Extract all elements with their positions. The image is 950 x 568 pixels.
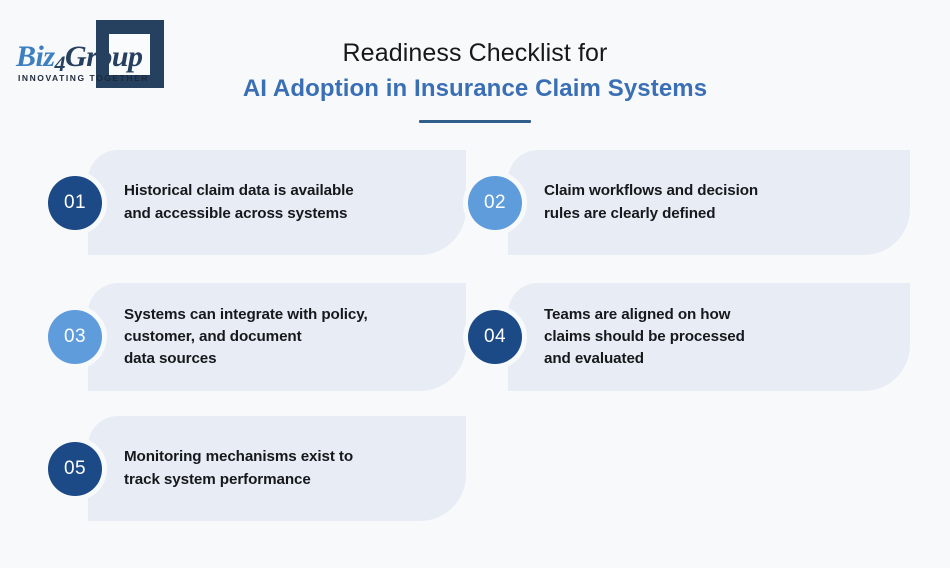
title-block: Readiness Checklist for AI Adoption in I… xyxy=(0,38,950,124)
checklist-text-01: Historical claim data is available and a… xyxy=(124,182,354,222)
checklist-card-05: 05 Monitoring mechanisms exist to track … xyxy=(48,416,466,521)
checklist-number-badge-01: 01 xyxy=(48,175,102,230)
checklist-number-badge-03: 03 xyxy=(48,310,102,364)
logo-word-biz: Biz xyxy=(16,40,55,73)
checklist-card-03: 03 Systems can integrate with policy, cu… xyxy=(48,283,466,391)
checklist-row-3: 05 Monitoring mechanisms exist to track … xyxy=(0,416,950,536)
page-header: Biz4Group INNOVATING TOGETHER Readiness … xyxy=(0,0,950,130)
logo-tagline: INNOVATING TOGETHER xyxy=(18,73,149,83)
page-subtitle: AI Adoption in Insurance Claim Systems xyxy=(242,75,708,103)
checklist-card-04: 04 Teams are aligned on how claims shoul… xyxy=(468,283,910,391)
checklist-card-02: 02 Claim workflows and decision rules ar… xyxy=(468,150,910,255)
logo-bracket-notch xyxy=(109,34,150,75)
logo-word-four: 4 xyxy=(54,51,66,76)
checklist-text-05: Monitoring mechanisms exist to track sys… xyxy=(124,448,354,488)
logo-bracket-icon xyxy=(96,20,164,88)
logo-wordmark: Biz4Group xyxy=(16,40,143,76)
checklist-grid: 01 Historical claim data is available an… xyxy=(0,150,950,536)
brand-logo: Biz4Group INNOVATING TOGETHER xyxy=(16,18,181,90)
checklist-number-badge-04: 04 xyxy=(468,310,522,364)
page-title: Readiness Checklist for xyxy=(342,39,608,67)
title-divider xyxy=(419,120,531,124)
checklist-number-badge-02: 02 xyxy=(468,175,522,230)
checklist-card-01: 01 Historical claim data is available an… xyxy=(48,150,466,255)
checklist-text-02: Claim workflows and decision rules are c… xyxy=(544,182,759,222)
logo-word-group: Group xyxy=(65,40,143,73)
checklist-row-1: 01 Historical claim data is available an… xyxy=(0,150,950,283)
checklist-text-03: Systems can integrate with policy, custo… xyxy=(124,305,368,368)
checklist-number-badge-05: 05 xyxy=(48,441,102,496)
checklist-text-04: Teams are aligned on how claims should b… xyxy=(544,305,745,368)
checklist-row-2: 03 Systems can integrate with policy, cu… xyxy=(0,283,950,416)
